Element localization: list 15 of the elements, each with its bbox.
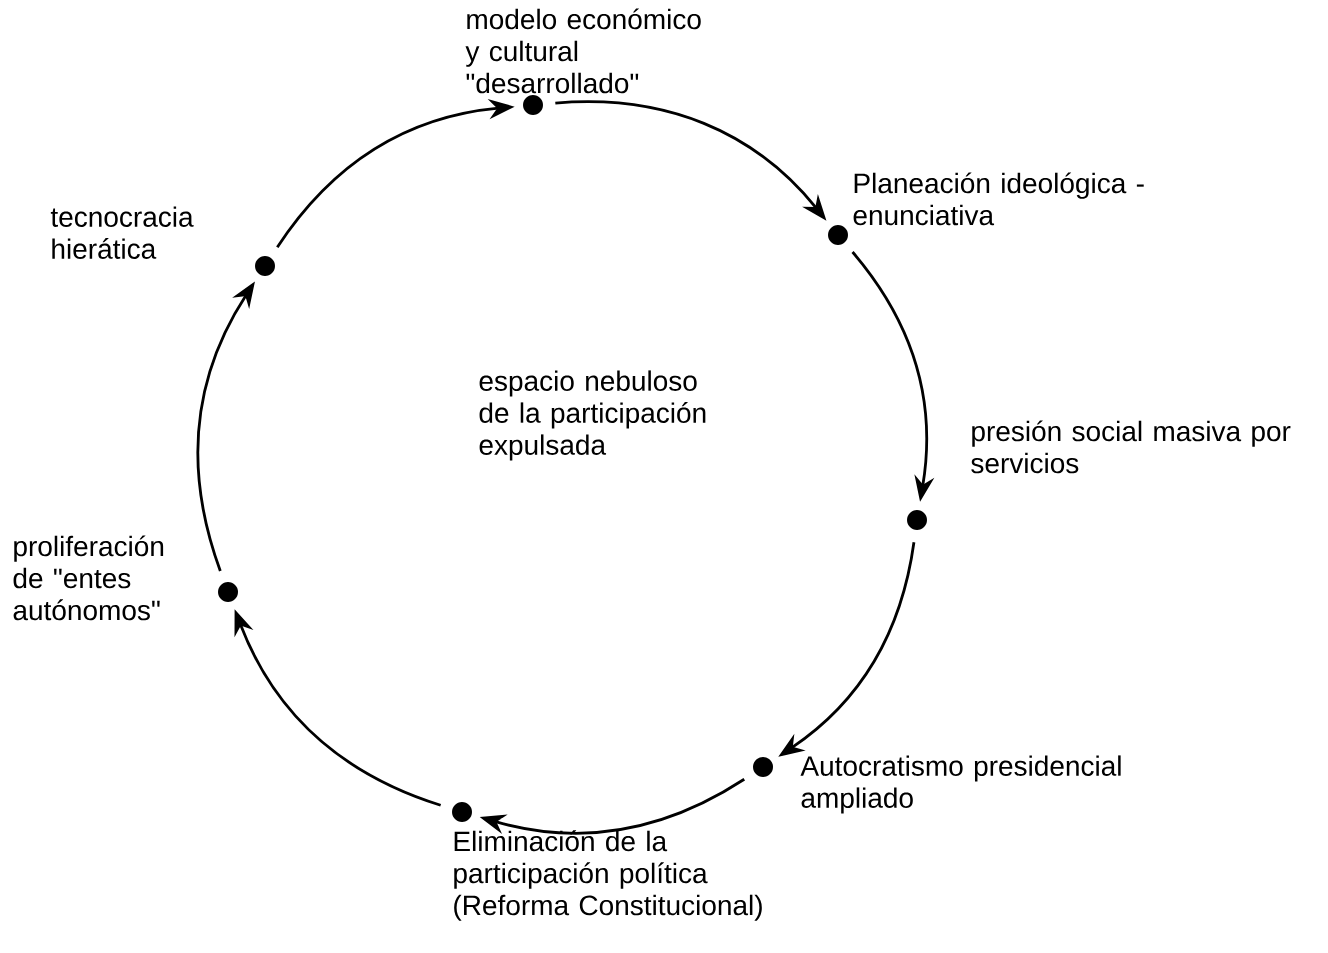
dot [907, 510, 927, 530]
dot-label: presión social masiva por servicios [971, 420, 1291, 474]
dot-label: Planeación ideológica - enunciativa [853, 172, 1144, 226]
dot [452, 802, 472, 822]
dot [523, 95, 543, 115]
dot [255, 256, 275, 276]
dot-label: tecnocracia hierática [50, 206, 194, 259]
center-label: espacio nebuloso de la participación expulsada [479, 370, 706, 461]
dot-label: modelo económico y cultural "desarrollado" [465, 8, 701, 94]
dot-label: proliferación de "entes autónomos" [13, 535, 164, 621]
dot-label: Eliminación de la participación política (Reforma Constitucional) [454, 830, 762, 921]
dot [218, 582, 238, 602]
dot [753, 757, 773, 777]
dot-label: Autocratismo presidencial ampliado [800, 755, 1121, 814]
dot [828, 225, 848, 245]
